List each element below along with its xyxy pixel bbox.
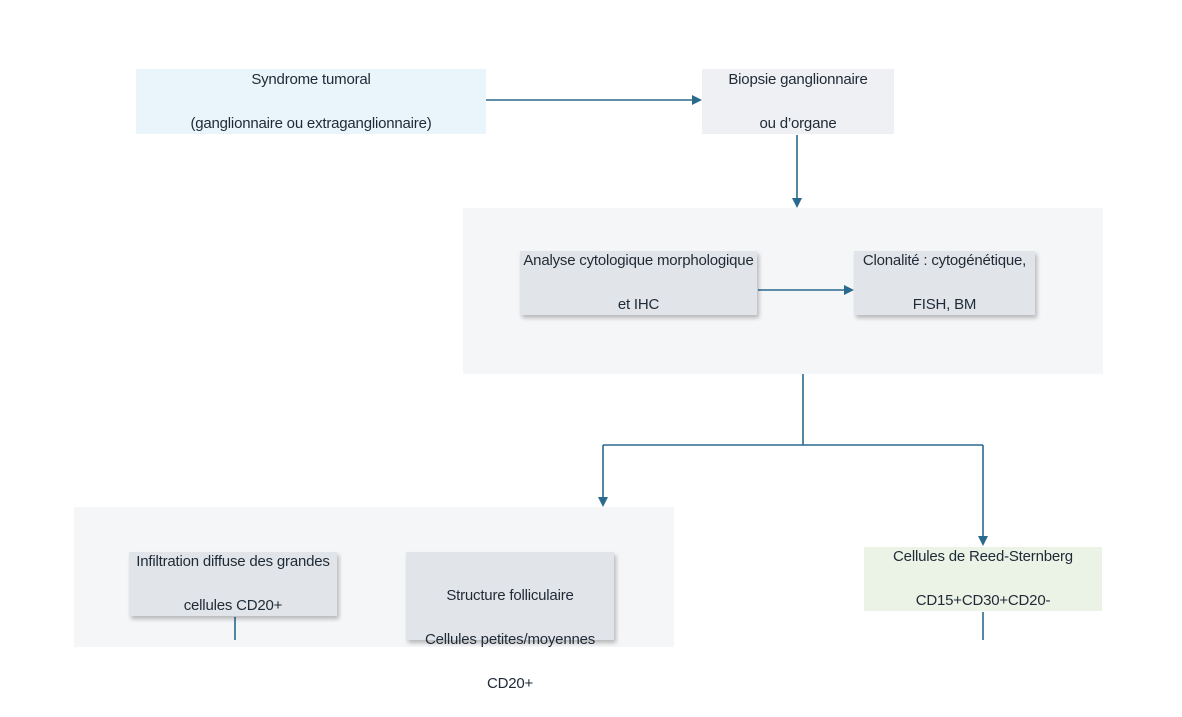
- analyse-line2: et IHC: [617, 296, 660, 313]
- structure-line2: Cellules petites/moyennes: [424, 631, 596, 648]
- syndrome-line2: (ganglionnaire ou extraganglionnaire): [190, 114, 432, 132]
- biopsie-box: Biopsie ganglionnaire ou d’organe: [702, 69, 894, 134]
- structure-box: Structure folliculaire Cellules petites/…: [406, 552, 614, 692]
- biopsie-line1: Biopsie ganglionnaire: [728, 70, 868, 88]
- syndrome-line1: Syndrome tumoral: [251, 70, 371, 88]
- analyse-line1: Analyse cytologique morphologique: [523, 252, 754, 269]
- clonalite-box: Clonalité : cytogénétique, FISH, BM: [854, 251, 1035, 315]
- biopsie-line2: ou d’organe: [759, 114, 837, 132]
- infiltration-box: Infiltration diffuse des grandes cellule…: [129, 552, 337, 616]
- reed-sternberg-box: Cellules de Reed-Sternberg CD15+CD30+CD2…: [864, 547, 1102, 611]
- reed-line2: CD15+CD30+CD20-: [915, 592, 1051, 609]
- structure-line3: CD20+: [486, 675, 534, 692]
- clonalite-line1: Clonalité : cytogénétique,: [862, 252, 1027, 269]
- analyse-box: Analyse cytologique morphologique et IHC: [520, 251, 757, 315]
- clonalite-line2: FISH, BM: [912, 296, 977, 313]
- structure-line1: Structure folliculaire: [446, 587, 574, 604]
- syndrome-box: Syndrome tumoral (ganglionnaire ou extra…: [136, 69, 486, 134]
- infiltration-line2: cellules CD20+: [183, 597, 283, 614]
- infiltration-line1: Infiltration diffuse des grandes: [136, 553, 330, 570]
- reed-line1: Cellules de Reed-Sternberg: [893, 548, 1073, 565]
